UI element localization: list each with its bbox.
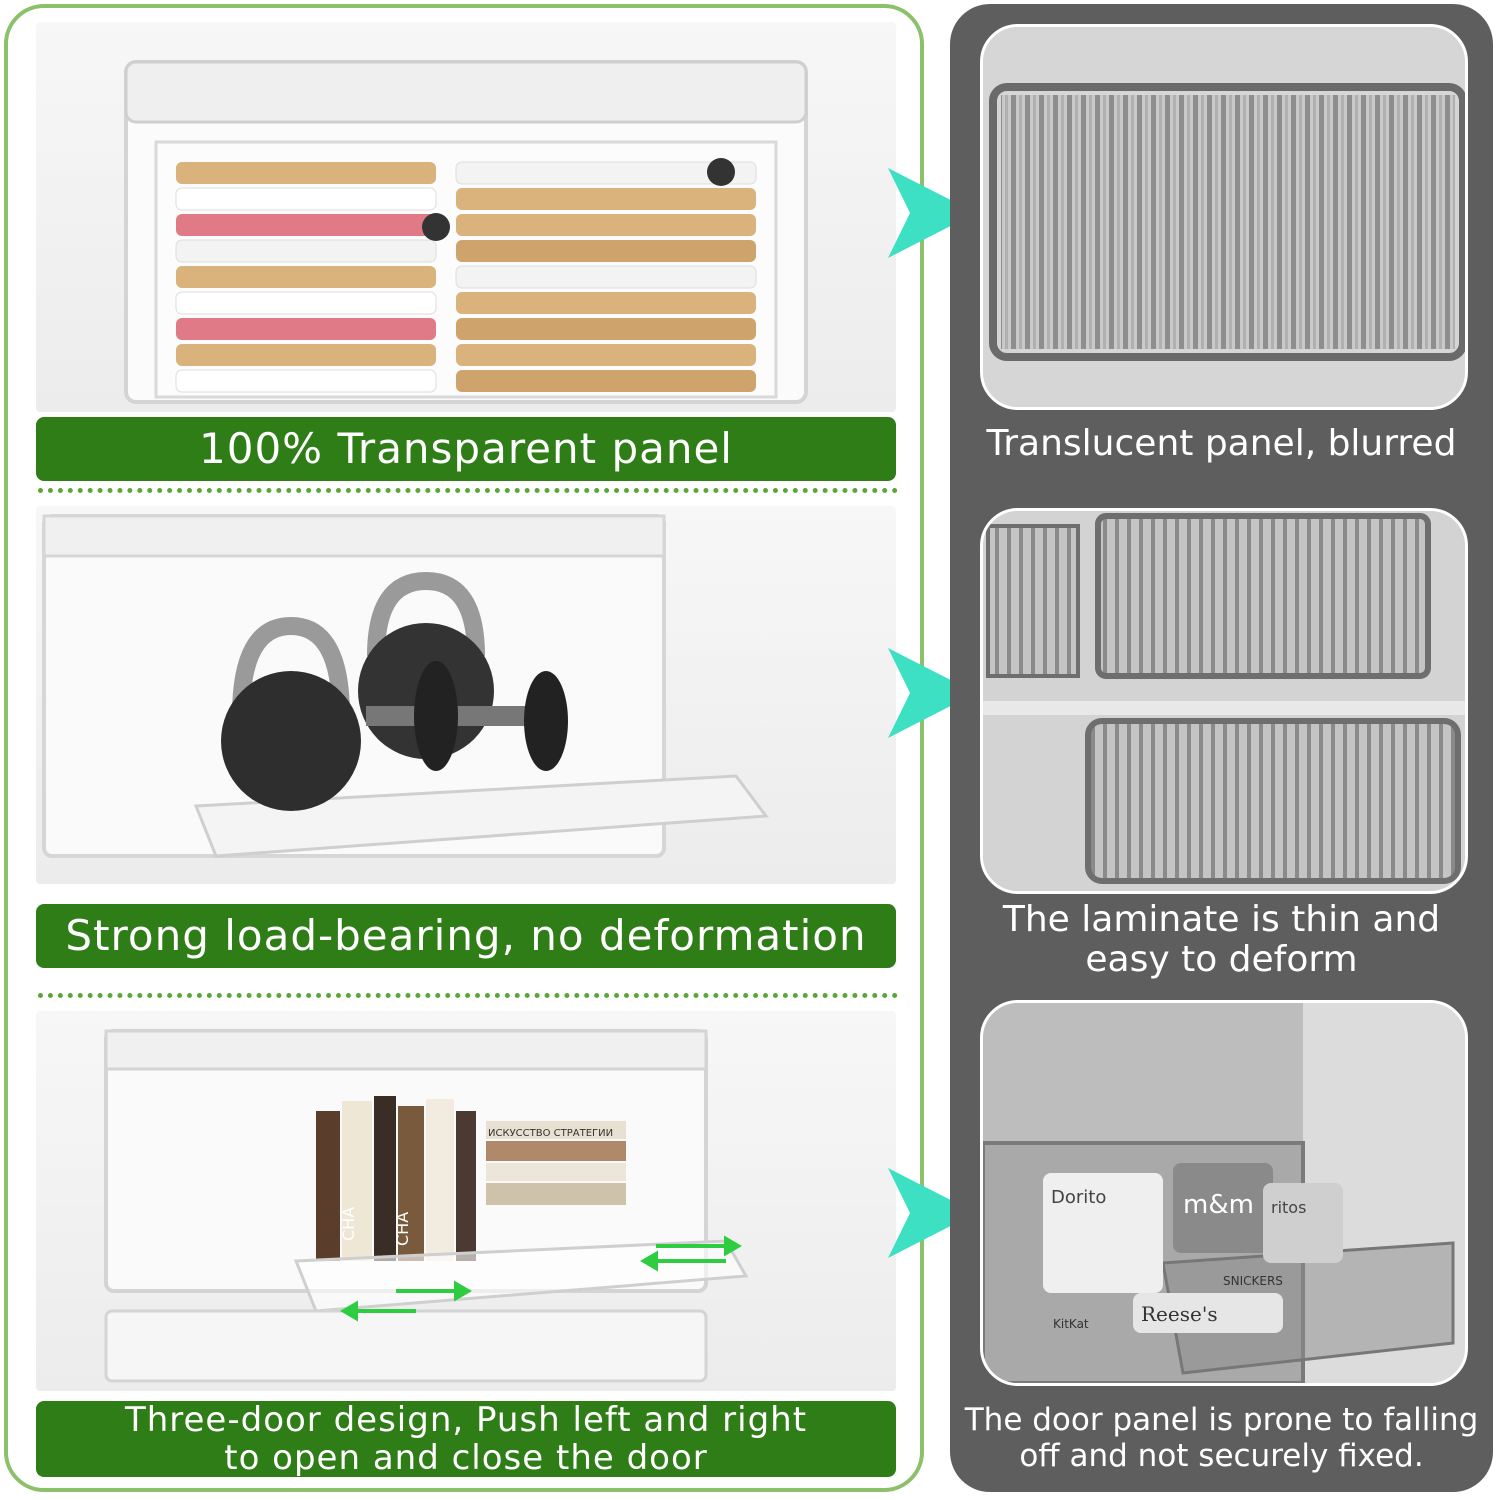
caption-line-1: The laminate is thin and (1002, 899, 1441, 940)
banner-three-door: Three-door design, Push left and right t… (36, 1401, 896, 1477)
photo-laminate-deform (980, 508, 1468, 894)
snack-label-2: m&m (1183, 1190, 1254, 1220)
section-divider-2 (38, 993, 898, 998)
arrow-right-icon (888, 168, 976, 258)
caption-line-2: off and not securely fixed. (1019, 1438, 1424, 1474)
snack-label-1: Dorito (1051, 1187, 1106, 1208)
photo-kettlebell-box (36, 506, 896, 884)
book-title: ИСКУССТВО СТРАТЕГИИ (488, 1128, 613, 1139)
kettlebell-illustration (42, 514, 769, 858)
caption-translucent: Translucent panel, blurred (950, 422, 1493, 466)
snack-label-4: Reese's (1141, 1302, 1218, 1326)
left-comparison-panel: 100% Transparent panel Strong load-beari… (4, 4, 924, 1492)
section-transparent: 100% Transparent panel (36, 22, 896, 482)
section-three-door: CHA CHA ИСКУССТВО СТРАТЕГИИ Three-door d… (36, 1011, 896, 1481)
banner-text: Strong load-bearing, no deformation (65, 911, 867, 960)
banner-line-2: to open and close the door (224, 1438, 708, 1478)
banner-text: 100% Transparent panel (199, 424, 733, 473)
caption-line-2: easy to deform (1085, 939, 1358, 980)
caption-door-falling: The door panel is prone to falling off a… (950, 1402, 1493, 1474)
photo-translucent-panel (980, 24, 1468, 410)
translucent-panel-illustration (983, 27, 1465, 407)
section-load-bearing: Strong load-bearing, no deformation (36, 506, 896, 968)
door-slide-arrows-icon (340, 1235, 742, 1322)
caption-text: Translucent panel, blurred (986, 423, 1457, 464)
banner-transparent-panel: 100% Transparent panel (36, 417, 896, 481)
banner-line-1: Three-door design, Push left and right (124, 1400, 808, 1440)
caption-laminate: The laminate is thin and easy to deform (950, 900, 1493, 980)
snack-label-3: ritos (1271, 1198, 1306, 1217)
clothes-box-illustration (124, 60, 808, 404)
photo-clothes-box (36, 22, 896, 412)
snack-label-6: SNICKERS (1223, 1274, 1283, 1288)
books-box-illustration: CHA CHA ИСКУССТВО СТРАТЕГИИ (104, 1029, 749, 1383)
book-spine-1: CHA (339, 1207, 358, 1241)
laminate-illustration (983, 511, 1465, 891)
caption-line-1: The door panel is prone to falling (964, 1402, 1479, 1438)
photo-books-box: CHA CHA ИСКУССТВО СТРАТЕГИИ (36, 1011, 896, 1391)
arrow-right-icon (888, 1168, 976, 1258)
right-comparison-panel: Translucent panel, blurred The laminate … (950, 4, 1493, 1492)
arrow-right-icon (888, 648, 976, 738)
book-spine-2: CHA (393, 1212, 412, 1246)
snack-label-5: KitKat (1053, 1317, 1089, 1331)
banner-load-bearing: Strong load-bearing, no deformation (36, 904, 896, 968)
section-divider-1 (38, 488, 898, 493)
snacks-box-illustration: Dorito m&m ritos Reese's KitKat SNICKERS (983, 1003, 1465, 1383)
photo-door-falling: Dorito m&m ritos Reese's KitKat SNICKERS (980, 1000, 1468, 1386)
